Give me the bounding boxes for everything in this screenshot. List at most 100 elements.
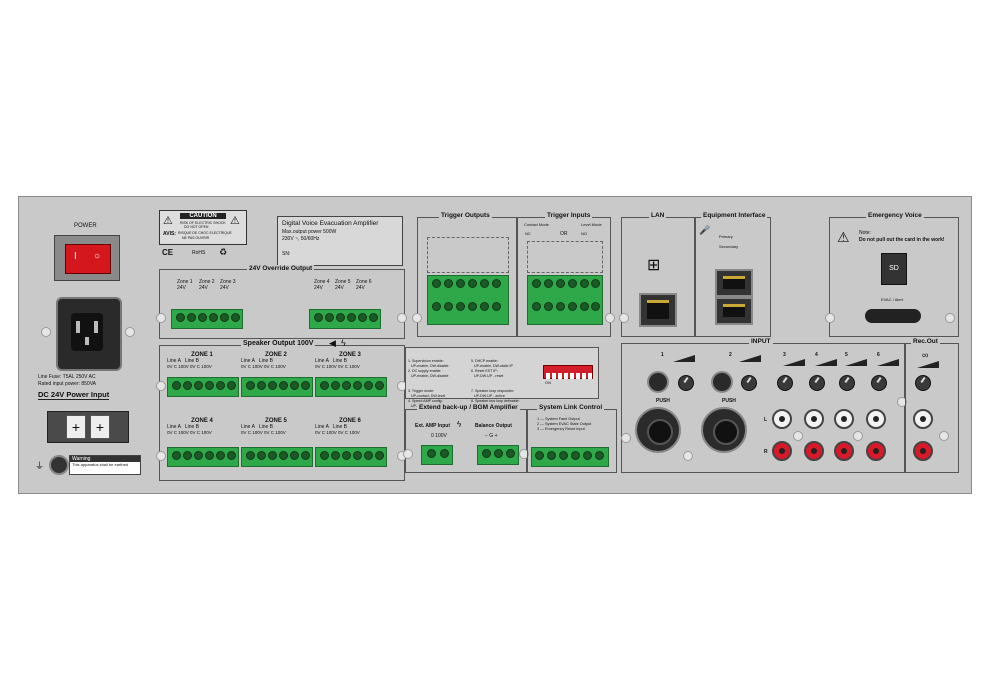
equipment-port-secondary[interactable] — [715, 297, 753, 325]
push-label-2: PUSH — [722, 398, 736, 404]
speaker-zone-4: ZONE 4 Line A Line B 0V C 100V 0V C 100V — [167, 418, 213, 435]
screw — [825, 313, 835, 323]
gain-knob-5[interactable] — [839, 375, 855, 391]
ext-amp-terms: 0 100V — [431, 433, 447, 439]
power-switch-housing: I ○ — [54, 235, 120, 281]
speaker-icon: ◀ — [329, 338, 336, 348]
primary-label: Primary — [719, 234, 733, 239]
speaker-terminal-zone-5[interactable] — [241, 447, 313, 467]
gain-knob-6[interactable] — [871, 375, 887, 391]
power-switch[interactable]: I ○ — [65, 244, 111, 274]
speaker-terminal-zone-6[interactable] — [315, 447, 387, 467]
balance-output-label: Balance Output — [475, 423, 512, 429]
screw — [793, 431, 803, 441]
speaker-terminal-zone-4[interactable] — [167, 447, 239, 467]
jack-input-1[interactable] — [647, 371, 669, 393]
sd-card-icon: SD — [881, 253, 907, 285]
screw — [125, 327, 135, 337]
speaker-output-title: Speaker Output 100V — [241, 340, 316, 347]
ext-amp-label: Ext. AMP Input — [415, 423, 450, 429]
emergency-voice-title: Emergency Voice — [866, 212, 924, 219]
rec-out-level-knob[interactable] — [915, 375, 931, 391]
rca-input-6-right[interactable] — [866, 441, 886, 461]
speaker-terminal-zone-1[interactable] — [167, 377, 239, 397]
balance-output-terminal[interactable] — [477, 445, 519, 465]
rec-out-right[interactable] — [913, 441, 933, 461]
screw — [945, 313, 955, 323]
fuse-info: Line Fuse: T5AL 250V AC — [38, 374, 96, 380]
caution-label: ⚠ ⚠ CAUTION RISK OF ELECTRIC SHOCK DO NO… — [159, 210, 247, 245]
rca-input-3-right[interactable] — [772, 441, 792, 461]
ext-amp-terminal[interactable] — [421, 445, 453, 465]
left-channel-label: L — [764, 417, 768, 423]
note-text: Do not pull out the card in the work! — [859, 237, 945, 243]
rated-power-value: 850VA — [81, 381, 97, 387]
rca-input-3-left[interactable] — [772, 409, 792, 429]
override-terminal-left[interactable] — [171, 309, 243, 329]
override-title: 24V Override Output — [247, 265, 315, 272]
product-label: Digital Voice Evacuation Amplifier Max.o… — [277, 216, 403, 266]
ac-inlet[interactable] — [56, 297, 122, 371]
no-label: NO — [581, 231, 587, 236]
rca-input-6-left[interactable] — [866, 409, 886, 429]
trigger-inputs-title: Trigger Inputs — [545, 212, 593, 219]
rec-out-left[interactable] — [913, 409, 933, 429]
screw — [939, 431, 949, 441]
speaker-terminal-zone-2[interactable] — [241, 377, 313, 397]
push-label-1: PUSH — [656, 398, 670, 404]
sd-card-slot[interactable] — [865, 309, 921, 323]
rated-power: Rated input power: 850VA — [38, 381, 97, 387]
rca-input-5-left[interactable] — [834, 409, 854, 429]
ground-terminal[interactable] — [49, 455, 69, 475]
lan-port[interactable] — [639, 293, 677, 327]
warning-triangle-icon: ⚠ — [163, 215, 173, 227]
xlr-combo-input-2[interactable] — [701, 407, 747, 453]
speaker-zone-2: ZONE 2 Line A Line B 0V C 100V 0V C 100V — [241, 352, 287, 369]
ce-mark: CE — [162, 248, 174, 257]
dc-input-terminal[interactable]: + + — [47, 411, 129, 443]
input-channel-5: 5 — [845, 352, 848, 358]
input-channel-4: 4 — [815, 352, 818, 358]
equipment-interface-title: Equipment Interface — [701, 212, 768, 219]
warning-label: Warning This apparatus shall be earthed — [69, 455, 141, 475]
network-icon: ⊞ — [647, 257, 661, 274]
override-terminal-right[interactable] — [309, 309, 381, 329]
dip-switch[interactable] — [543, 365, 593, 379]
rca-input-4-left[interactable] — [804, 409, 824, 429]
screw — [397, 313, 407, 323]
or-label: OR — [560, 231, 568, 237]
trigger-outputs-title: Trigger Outputs — [439, 212, 492, 219]
trigger-outputs-terminal[interactable] — [427, 275, 509, 325]
xlr-combo-input-1[interactable] — [635, 407, 681, 453]
warning-triangle-icon: ⚠ — [230, 215, 240, 227]
jack-input-2[interactable] — [711, 371, 733, 393]
nc-label: NC — [525, 231, 531, 236]
trigger-outputs-diagram — [427, 237, 509, 273]
screw — [412, 313, 422, 323]
speaker-zone-3: ZONE 3 Line A Line B 0V C 100V 0V C 100V — [315, 352, 361, 369]
rca-input-5-right[interactable] — [834, 441, 854, 461]
equipment-port-primary[interactable] — [715, 269, 753, 297]
warning-triangle-icon: ⚠ — [837, 229, 850, 245]
gain-knob-3[interactable] — [777, 375, 793, 391]
speaker-terminal-zone-3[interactable] — [315, 377, 387, 397]
input-channel-3: 3 — [783, 352, 786, 358]
dc-input-label: DC 24V Power Input — [38, 390, 110, 400]
volume-ramp-icon — [739, 355, 761, 362]
trigger-inputs-terminal[interactable] — [527, 275, 603, 325]
gain-knob-2[interactable] — [741, 375, 757, 391]
balance-output-terms: − G + — [485, 433, 498, 439]
rohs-mark: RoHS — [192, 250, 206, 256]
gain-knob-1[interactable] — [678, 375, 694, 391]
tape-icon: ∞ — [922, 350, 929, 360]
gain-knob-4[interactable] — [809, 375, 825, 391]
screw — [853, 431, 863, 441]
input-title: INPUT — [749, 338, 773, 345]
screw — [683, 451, 693, 461]
rca-input-4-right[interactable] — [804, 441, 824, 461]
system-link-terminal[interactable] — [531, 447, 609, 467]
lightning-icon: ϟ — [457, 420, 462, 429]
